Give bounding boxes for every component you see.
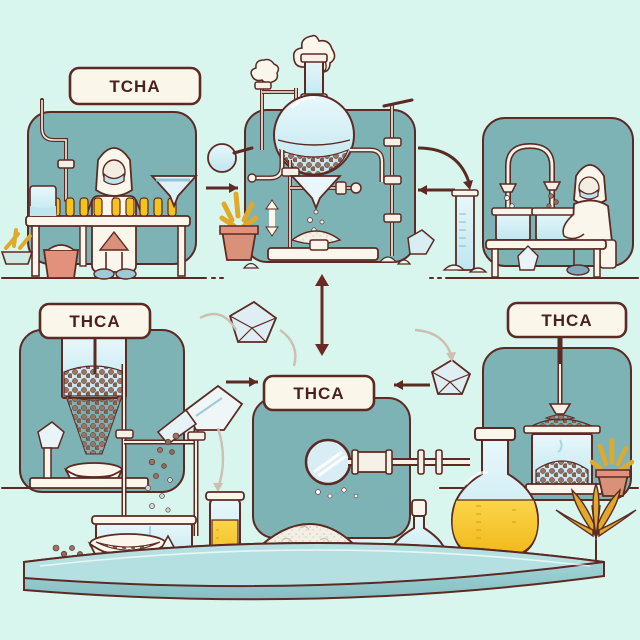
top-row: [0, 34, 639, 280]
arrow-left-bottom-center[interactable]: [394, 380, 430, 390]
arrow-curve-top-right[interactable]: [417, 146, 473, 190]
label-bottom-center[interactable]: THCA: [262, 374, 376, 412]
arrow-left-top-center[interactable]: [418, 185, 455, 195]
arrow-curve-bottom-mid: [279, 329, 297, 367]
condenser-station: [442, 142, 617, 278]
falling-powder-center: [307, 209, 325, 233]
distillation-rig: [207, 53, 435, 269]
display-platform: [23, 542, 605, 601]
pouring-scoop-bottom-left: [145, 384, 244, 513]
arrow-right-top-left[interactable]: [206, 183, 238, 193]
funnel-top-left: [149, 175, 199, 209]
arrow-curve-bottom-left: [199, 312, 238, 331]
bottom-row: [1, 300, 639, 601]
label-bottom-left[interactable]: THCA: [38, 302, 152, 374]
wall-pipe-top-left: [40, 98, 75, 202]
potted-plant-bottom-right: [589, 437, 635, 497]
test-tube-rack-top-left: [29, 185, 177, 217]
hooded-scientist-top-left: [83, 147, 145, 280]
cannabis-leaf: [555, 482, 637, 566]
round-flask-yellow: [450, 427, 540, 562]
double-arrow-marker-center: [265, 199, 279, 237]
label-bottom-left-text: THCA: [69, 312, 120, 331]
powder-bucket-top-left: [42, 244, 80, 279]
potted-plant-far-left: [0, 228, 34, 265]
lab-bench-top-left: [25, 215, 191, 277]
arrow-curve-bottom-right: [414, 328, 456, 362]
label-top-left-text: TCHA: [109, 77, 160, 96]
potted-plant-top-center: [219, 191, 259, 261]
label-bottom-center-text: THCA: [293, 384, 344, 403]
arrow-curve-drop-tube: [213, 427, 225, 492]
magnifier-and-pipeline: [304, 438, 470, 499]
arrow-vertical-center[interactable]: [315, 274, 329, 356]
crystal-cube-mid: [430, 358, 472, 395]
crystal-cube-left: [228, 300, 278, 343]
glass-bulb-left: [207, 143, 254, 173]
arrow-right-bottom-left[interactable]: [226, 377, 258, 387]
label-bottom-right[interactable]: THCA: [506, 301, 628, 364]
label-top-left[interactable]: TCHA: [68, 66, 202, 106]
label-bottom-right-text: THCA: [541, 311, 592, 330]
